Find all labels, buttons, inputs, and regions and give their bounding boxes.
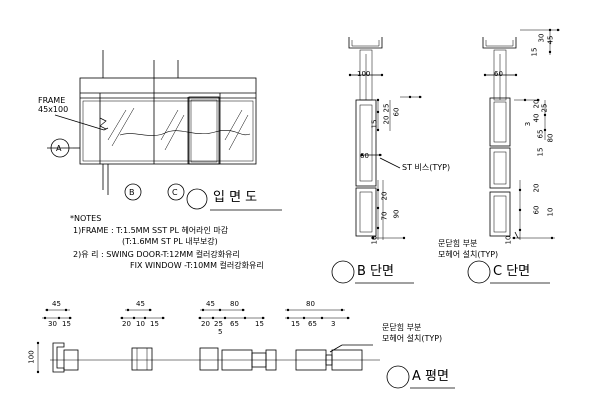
a-g2-c: 15 xyxy=(150,320,159,328)
section-marker-a: A xyxy=(56,144,62,153)
c-dim-20b: 20 xyxy=(532,183,541,193)
b-dim-10: 10 xyxy=(370,235,379,245)
c-door-close-label: 문닫힘 부분 xyxy=(438,239,478,248)
a-g2-a: 20 xyxy=(122,320,131,328)
b-dim-60b: 60 xyxy=(360,152,369,160)
notes-line-1: 1)FRAME : T:1.5MM SST PL 헤어라인 마감 xyxy=(73,226,229,235)
a-g3-top2: 80 xyxy=(230,300,239,308)
c-dim-10: 10 xyxy=(546,207,555,217)
a-g4-c: 3 xyxy=(331,320,336,328)
a-g1-b: 15 xyxy=(62,320,71,328)
c-dim-40: 40 xyxy=(532,113,541,123)
a-mohair-label: 모헤어 설치(TYP) xyxy=(382,334,443,343)
notes-line-2: (T:1.6MM ST PL 내부보강) xyxy=(122,237,218,246)
a-g1-a: 30 xyxy=(48,320,57,328)
notes-line-4: FIX WINDOW -T:10MM 컬러강화유리 xyxy=(130,261,264,270)
c-dim-15: 15 xyxy=(530,47,539,57)
c-dim-45: 45 xyxy=(546,35,555,45)
c-mohair-label: 모헤어 설치(TYP) xyxy=(438,250,499,259)
c-dim-25: 25 xyxy=(540,103,549,113)
st-screw-label: ST 비스(TYP) xyxy=(402,163,451,172)
plan-a-drawing xyxy=(37,309,455,389)
section-marker-c: C xyxy=(172,188,178,197)
a-g3-d: 15 xyxy=(255,320,264,328)
c-dim-20: 20 xyxy=(532,99,541,109)
notes-line-3: 2)유 리 : SWING DOOR-T:12MM 컬러강화유리 xyxy=(73,250,240,259)
section-c-title: C 단면 xyxy=(493,264,531,279)
b-dim-25: 25 xyxy=(382,103,391,113)
c-dim-30: 30 xyxy=(537,33,546,43)
a-g4-a: 15 xyxy=(291,320,300,328)
section-marker-b: B xyxy=(129,188,135,197)
b-dim-90: 90 xyxy=(392,209,401,219)
c-dim-15b: 15 xyxy=(536,147,545,157)
b-dim-15: 15 xyxy=(370,119,379,129)
frame-size-label: 45x100 xyxy=(38,105,69,114)
a-g2-top: 45 xyxy=(136,300,145,308)
frame-label: FRAME xyxy=(38,96,66,105)
a-g3-top1: 45 xyxy=(206,300,215,308)
c-dim-3: 3 xyxy=(524,121,533,127)
c-dim-65: 65 xyxy=(536,129,545,139)
b-dim-20b: 20 xyxy=(380,191,389,201)
a-g4-top: 80 xyxy=(306,300,315,308)
a-g2-b: 10 xyxy=(136,320,145,328)
a-g3-e: 5 xyxy=(218,328,223,336)
section-b-drawing xyxy=(331,37,422,284)
b-dim-70: 70 xyxy=(380,211,389,221)
a-g3-b: 25 xyxy=(214,320,223,328)
elevation-title: 입 면 도 xyxy=(213,190,258,205)
dimension-ticks xyxy=(36,28,560,374)
a-g3-a: 20 xyxy=(201,320,210,328)
a-g1-top: 45 xyxy=(52,300,61,308)
plan-a-title: A 평면 xyxy=(412,369,449,384)
c-dim-60b: 60 xyxy=(532,205,541,215)
a-door-close-label: 문닫힘 부분 xyxy=(382,323,422,332)
a-g3-c: 65 xyxy=(230,320,239,328)
c-dim-60: 60 xyxy=(494,70,503,78)
notes-header: *NOTES xyxy=(70,214,102,223)
b-dim-20: 20 xyxy=(382,115,391,125)
elevation-drawing xyxy=(47,50,282,211)
c-dim-10b: 10 xyxy=(504,235,513,245)
section-c-drawing xyxy=(467,29,560,284)
b-dim-60a: 60 xyxy=(392,107,401,117)
a-g4-b: 65 xyxy=(308,320,317,328)
b-dim-100: 100 xyxy=(357,70,371,78)
c-dim-80: 80 xyxy=(546,133,555,143)
a-side-dim: 100 xyxy=(27,350,36,364)
section-b-title: B 단면 xyxy=(357,264,394,279)
